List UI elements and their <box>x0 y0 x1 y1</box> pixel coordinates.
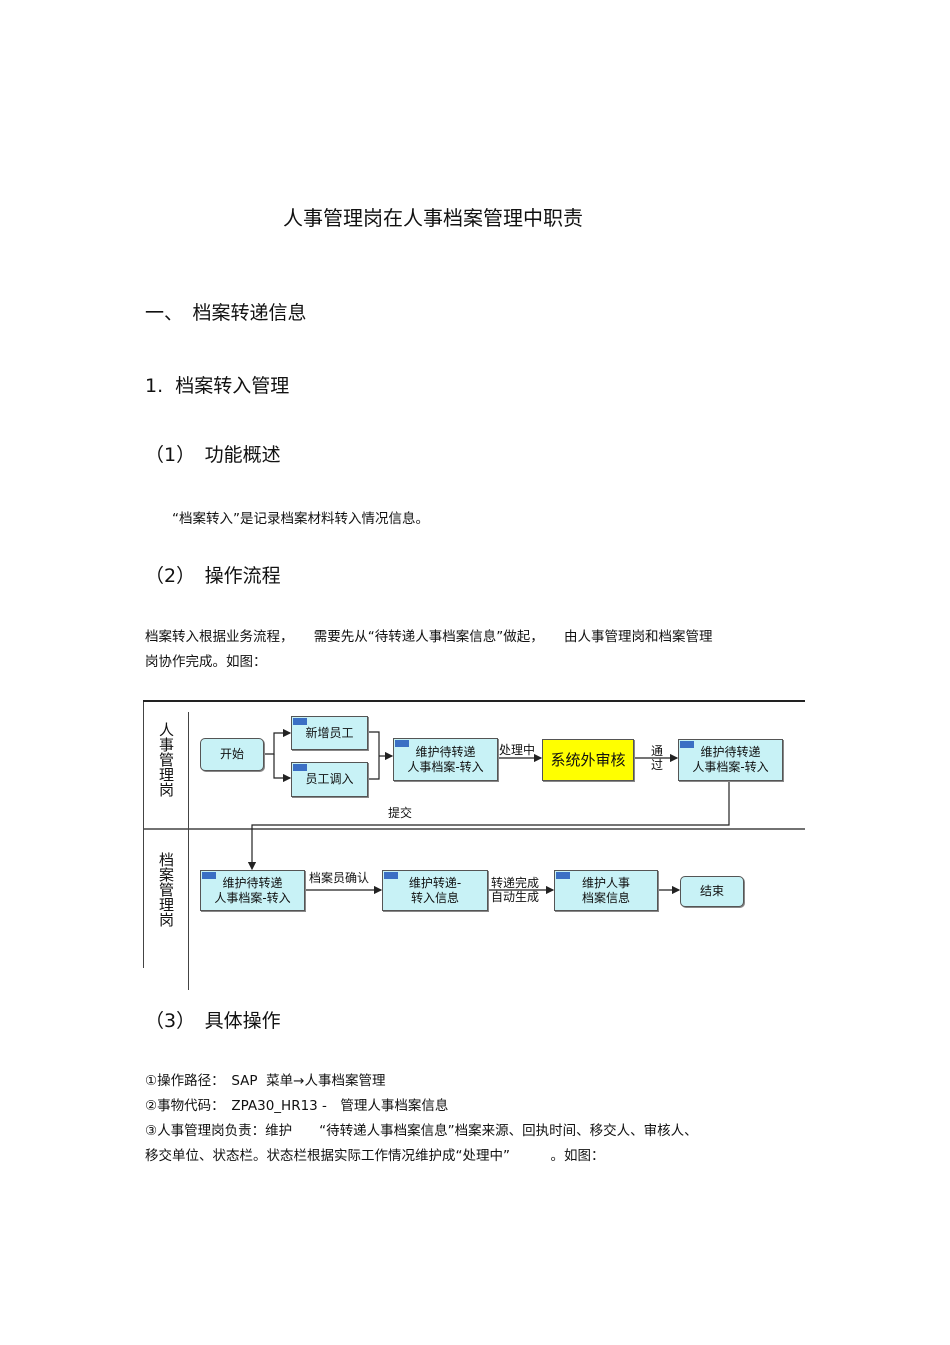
lane-archive-text: 档案管理岗 <box>157 852 175 927</box>
step-heading-overview: （1） 功能概述 <box>145 444 281 466</box>
edge-label-processing: 处理中 <box>499 743 536 757</box>
external-review-node: 系统外审核 <box>542 739 634 781</box>
edge-label-auto: 转递完成 自动生成 <box>491 876 540 904</box>
node-text: 维护待转递 人事档案-转入 <box>214 875 291 905</box>
sap-icon <box>384 872 398 879</box>
sap-icon <box>202 872 216 879</box>
step-heading-process: （2） 操作流程 <box>145 565 281 587</box>
node-text: 维护待转递 人事档案-转入 <box>407 744 484 774</box>
node-text: 新增员工 <box>305 725 354 740</box>
maintain-pending-node-1: 维护待转递 人事档案-转入 <box>393 738 498 781</box>
overview-text: “档案转入”是记录档案材料转入情况信息。 <box>172 511 429 527</box>
section-heading: 一、 档案转递信息 <box>145 302 307 324</box>
sap-icon <box>556 872 570 879</box>
sap-icon <box>395 740 409 747</box>
flowchart-connectors <box>143 702 805 968</box>
step-heading-operation: （3） 具体操作 <box>145 1010 281 1032</box>
sap-icon <box>293 718 307 725</box>
operation-line3: ③人事管理岗负责：维护 “待转递人事档案信息”档案来源、回执时间、移交人、审核人… <box>145 1123 698 1139</box>
lane-label-hr: 人事管理岗 <box>143 712 189 839</box>
node-text: 维护待转递 人事档案-转入 <box>692 745 769 774</box>
end-node: 结束 <box>680 876 744 907</box>
maintain-pending-node-2: 维护待转递 人事档案-转入 <box>678 739 783 781</box>
node-text: 维护人事 档案信息 <box>581 875 630 905</box>
maintain-transfer-info-node: 维护转递- 转入信息 <box>382 870 488 911</box>
edge-label-confirm: 档案员确认 <box>309 871 370 885</box>
subsection-heading: 1. 档案转入管理 <box>145 375 290 397</box>
new-employee-node: 新增员工 <box>291 716 368 750</box>
operation-line2: ②事物代码： ZPA30_HR13 - 管理人事档案信息 <box>145 1098 449 1114</box>
process-text-line2: 岗协作完成。如图： <box>145 654 267 670</box>
operation-line1: ①操作路径： SAP 菜单→人事档案管理 <box>145 1073 386 1089</box>
node-text: 员工调入 <box>305 772 354 786</box>
start-node: 开始 <box>200 738 264 771</box>
maintain-hr-info-node: 维护人事 档案信息 <box>554 870 658 911</box>
lane-label-archive: 档案管理岗 <box>143 830 189 990</box>
transfer-employee-node: 员工调入 <box>291 762 368 797</box>
edge-label-submit: 提交 <box>388 806 413 820</box>
sap-icon <box>293 764 307 771</box>
process-text-line1: 档案转入根据业务流程， 需要先从“待转递人事档案信息”做起， 由人事管理岗和档案… <box>145 629 713 645</box>
node-text: 维护转递- 转入信息 <box>408 875 462 905</box>
maintain-pending-node-3: 维护待转递 人事档案-转入 <box>200 870 305 911</box>
flowchart: 人事管理岗 档案管理岗 开始 新增员工 员工调入 维护待转递 人事档案-转入 处… <box>143 700 805 990</box>
operation-line4: 移交单位、状态栏。状态栏根据实际工作情况维护成“处理中” 。如图： <box>145 1148 605 1164</box>
lane-hr-text: 人事管理岗 <box>157 722 175 797</box>
edge-label-pass: 通 过 <box>651 744 664 772</box>
sap-icon <box>680 741 694 748</box>
document-title: 人事管理岗在人事档案管理中职责 <box>283 206 583 230</box>
